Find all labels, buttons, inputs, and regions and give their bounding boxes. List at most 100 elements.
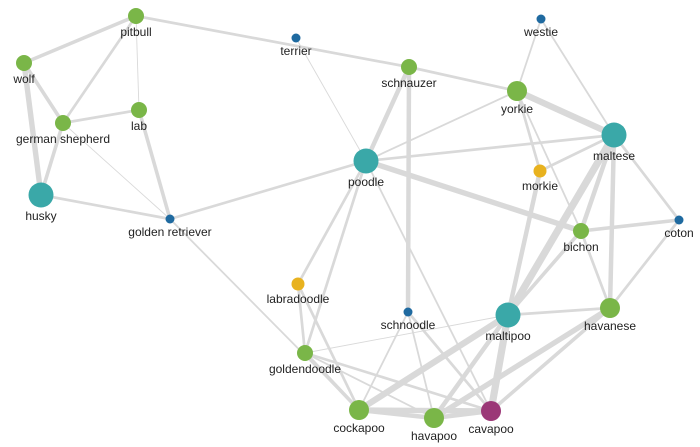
edge-maltese-maltipoo [504,131,618,319]
edge-pitbull-schnauzer [134,14,411,69]
node-label-terrier: terrier [280,44,311,58]
edge-wolf-husky [21,60,44,198]
node-golden-retriever[interactable] [165,214,175,224]
edge-westie-maltese [540,18,615,136]
edge-bichon-maltipoo [506,229,583,317]
edge-morkie-maltipoo [505,168,543,318]
edge-maltipoo-goldendoodle [304,314,509,354]
node-label-wolf: wolf [12,72,35,86]
node-german-shepherd[interactable] [55,115,71,131]
node-yorkie[interactable] [507,81,527,101]
node-label-maltipoo: maltipoo [485,329,531,343]
edge-maltipoo-havapoo [431,312,511,421]
node-bichon[interactable] [573,223,589,239]
edge-maltipoo-cockapoo [355,311,512,414]
edge-wolf-german-shepherd [22,61,65,125]
node-label-lab: lab [131,119,147,133]
edge-schnauzer-poodle [363,64,412,164]
node-label-pitbull: pitbull [120,25,151,39]
edge-poodle-maltese [364,133,616,163]
edge-goldendoodle-havapoo [304,352,435,419]
node-label-havapoo: havapoo [411,429,457,443]
node-lab[interactable] [131,102,147,118]
edge-goldendoodle-cockapoo [303,351,361,412]
edge-havanese-cavapoo [489,306,612,413]
edge-coton-havanese [608,218,681,310]
edge-schnoodle-cavapoo [406,310,493,413]
edge-husky-golden-retriever [39,193,172,221]
node-label-german-shepherd: german shepherd [16,132,110,146]
node-maltese[interactable] [601,122,627,148]
labels-layer: pitbull terrier westie wolf schnauzer yorkie l… [12,25,693,443]
edge-schnoodle-cockapoo [358,311,409,411]
edge-terrier-poodle [295,37,367,162]
node-wolf[interactable] [16,55,32,71]
edge-bichon-havanese [579,229,612,310]
node-label-husky: husky [25,209,56,223]
edge-maltese-morkie [538,133,616,173]
node-label-poodle: poodle [348,175,384,189]
edge-schnoodle-havapoo [407,311,435,419]
node-coton[interactable] [674,215,684,225]
edge-lab-golden-retriever [137,108,172,221]
node-goldendoodle[interactable] [297,345,313,361]
node-label-goldendoodle: goldendoodle [269,362,341,376]
edge-bichon-coton [579,218,681,233]
node-label-westie: westie [523,25,558,39]
node-label-havanese: havanese [584,319,636,333]
edge-schnauzer-schnoodle [405,64,412,315]
edge-havanese-maltipoo [506,306,612,317]
node-maltipoo[interactable] [495,302,521,328]
edge-cockapoo-cavapoo [356,407,494,414]
edge-havanese-havapoo [431,305,613,421]
node-label-cockapoo: cockapoo [333,421,385,435]
edge-german-shepherd-lab [61,108,141,125]
edge-goldendoodle-cavapoo [303,351,493,413]
node-label-maltese: maltese [593,149,635,163]
node-label-labradoodle: labradoodle [267,292,330,306]
node-westie[interactable] [536,14,546,24]
edge-westie-yorkie [516,18,542,92]
node-havapoo[interactable] [424,408,444,428]
node-cockapoo[interactable] [349,400,369,420]
edge-poodle-cavapoo [365,160,492,412]
edges-layer [21,14,681,421]
edge-yorkie-poodle [365,90,518,162]
edge-poodle-bichon [363,158,584,234]
edge-labradoodle-goldendoodle [296,282,307,355]
node-schnoodle[interactable] [403,307,413,317]
node-label-morkie: morkie [522,179,558,193]
node-label-cavapoo: cavapoo [468,422,514,436]
node-label-golden-retriever: golden retriever [128,225,211,239]
edge-german-shepherd-husky [39,121,65,197]
edge-yorkie-maltese [513,87,618,139]
node-label-bichon: bichon [563,240,598,254]
edge-schnauzer-yorkie [407,65,519,93]
edge-german-shepherd-golden-retriever [62,122,171,220]
node-schnauzer[interactable] [401,59,417,75]
node-label-schnoodle: schnoodle [381,318,436,332]
node-morkie[interactable] [533,164,547,178]
edge-pitbull-lab [135,15,140,111]
node-labradoodle[interactable] [291,277,305,291]
edge-yorkie-morkie [515,89,542,173]
node-havanese[interactable] [600,298,620,318]
node-cavapoo[interactable] [481,401,501,421]
node-label-yorkie: yorkie [501,102,533,116]
nodes-layer [16,8,684,428]
node-label-schnauzer: schnauzer [381,76,436,90]
edge-labradoodle-cockapoo [296,282,361,412]
node-pitbull[interactable] [128,8,144,24]
edge-pitbull-german-shepherd [61,14,138,125]
edge-golden-retriever-poodle [168,159,368,221]
edge-maltese-havanese [607,132,617,311]
node-poodle[interactable] [353,148,379,174]
edge-maltese-coton [612,133,681,222]
node-label-coton: coton [664,226,693,240]
edge-poodle-labradoodle [296,159,368,286]
edge-maltipoo-cavapoo [487,311,512,415]
node-terrier[interactable] [291,33,301,43]
node-husky[interactable] [28,182,54,208]
edge-pitbull-wolf [22,14,138,65]
